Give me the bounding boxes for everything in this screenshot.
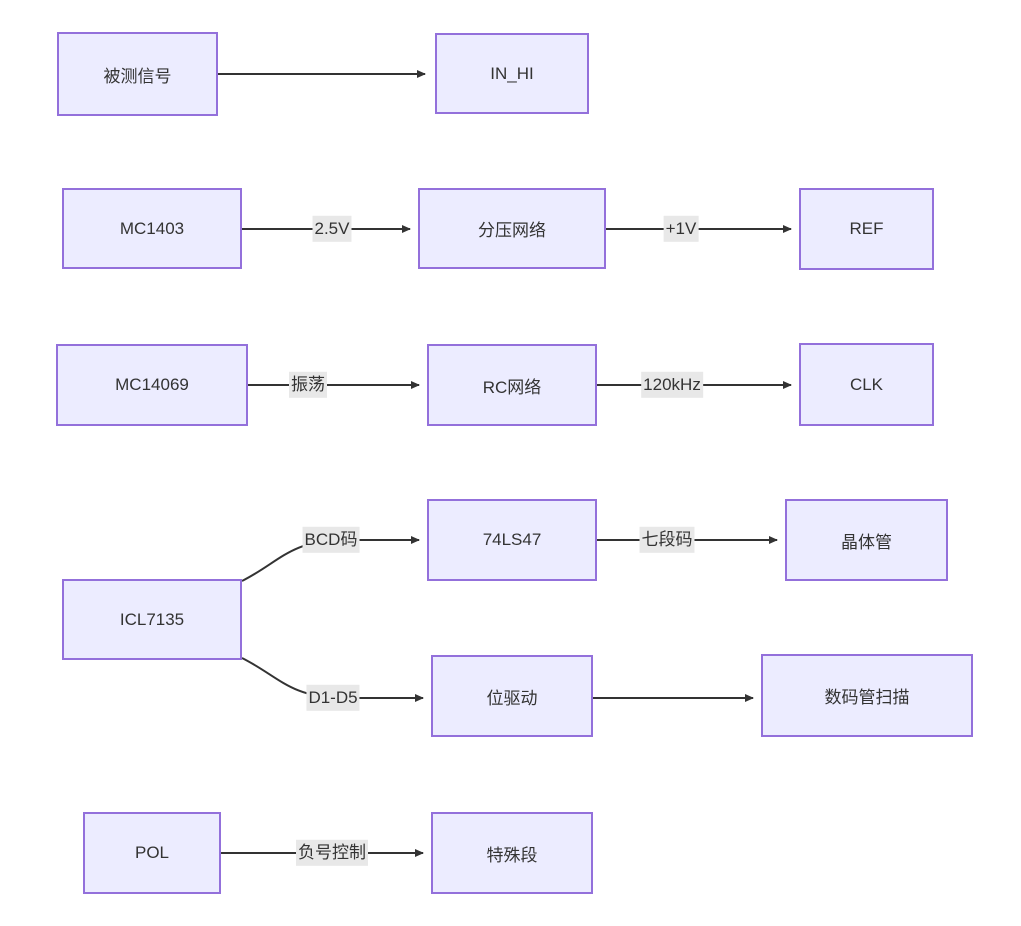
edge-label-divider-to-ref: +1V [663, 215, 699, 243]
node-divider: 分压网络 [418, 188, 606, 269]
node-74ls47: 74LS47 [427, 499, 597, 581]
edge-label-pol-to-special: 负号控制 [296, 839, 368, 867]
node-mc14069: MC14069 [56, 344, 248, 426]
edge-label-mc14069-to-rc-net: 振荡 [289, 371, 327, 399]
node-special: 特殊段 [431, 812, 593, 894]
node-clk: CLK [799, 343, 934, 426]
node-in-hi: IN_HI [435, 33, 589, 114]
node-scan: 数码管扫描 [761, 654, 973, 737]
node-pol: POL [83, 812, 221, 894]
node-icl7135: ICL7135 [62, 579, 242, 660]
edge-label-74ls47-to-transistor: 七段码 [639, 526, 695, 554]
node-transistor: 晶体管 [785, 499, 948, 581]
node-ref: REF [799, 188, 934, 270]
edge-label-rc-net-to-clk: 120kHz [641, 371, 703, 399]
node-digit-drv: 位驱动 [431, 655, 593, 737]
edge-label-icl7135-to-digit-drv: D1-D5 [306, 684, 360, 712]
edge-label-mc1403-to-divider: 2.5V [312, 215, 352, 243]
node-signal: 被测信号 [57, 32, 218, 116]
edge-label-icl7135-to-74ls47: BCD码 [302, 526, 360, 554]
node-rc-net: RC网络 [427, 344, 597, 426]
node-mc1403: MC1403 [62, 188, 242, 269]
